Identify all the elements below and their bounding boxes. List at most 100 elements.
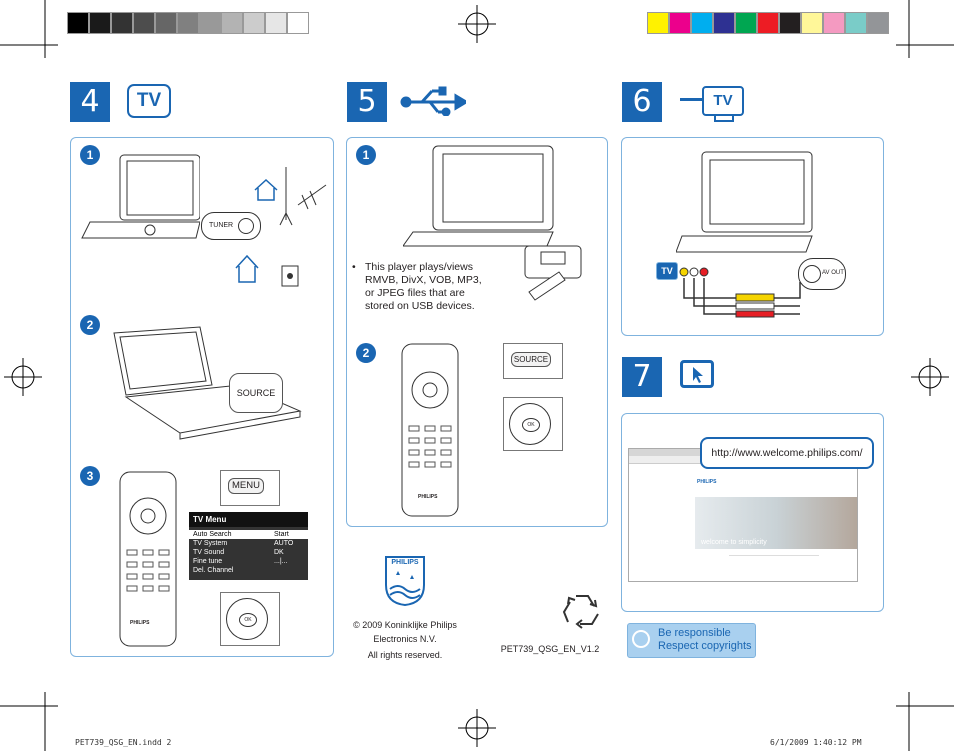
browser-page-brand: PHILIPS — [697, 479, 717, 485]
av-out-label: AV OUT — [822, 270, 844, 276]
step-7-number: 7 — [622, 357, 662, 397]
player-av-out-illustration — [676, 151, 813, 253]
process-color-swatch — [713, 12, 735, 34]
tv-menu-row-label: TV System — [193, 540, 228, 547]
tv-menu-row-value — [274, 566, 304, 575]
tv-menu-row-label: Auto Search — [193, 531, 232, 538]
pointer-icon — [693, 367, 703, 383]
av-cable-illustration — [679, 267, 801, 318]
av-out-jack-callout: AV OUT — [798, 258, 846, 290]
process-color-swatch — [735, 12, 757, 34]
tuner-label: TUNER — [209, 222, 234, 229]
player-source-button-callout[interactable]: SOURCE — [229, 373, 283, 413]
browser-hero-image — [695, 497, 857, 549]
step-4-substep-1: 1 — [80, 145, 100, 165]
tv-menu-row-value: AUTO — [274, 540, 294, 547]
copyright-line-1: © 2009 Koninklijke Philips — [353, 620, 457, 630]
grayscale-swatch — [155, 12, 177, 34]
process-color-swatch — [845, 12, 867, 34]
usb-note-text: This player plays/views RMVB, DivX, VOB,… — [365, 261, 482, 312]
process-color-swatch — [779, 12, 801, 34]
tv-icon: TV — [127, 84, 171, 118]
browser-window: PHILIPS welcome to simplicity — [628, 448, 858, 582]
browser-footer-links — [729, 555, 819, 574]
tv-input-icon-label: TV — [713, 92, 733, 109]
badge-line-2: Respect copyrights — [658, 640, 752, 652]
navigation-pad[interactable]: OK — [509, 403, 551, 445]
process-color-swatch — [669, 12, 691, 34]
process-color-swatch — [801, 12, 823, 34]
tv-menu-row-tv-system[interactable]: TV System AUTO — [189, 539, 308, 548]
website-url: http://www.welcome.philips.com/ — [711, 447, 863, 459]
remote-brand-label: PHILIPS — [130, 620, 150, 626]
tv-menu-row-auto-search[interactable]: Auto Search Start — [189, 530, 308, 539]
tv-stand-icon — [714, 115, 734, 122]
copyright-line-3: All rights reserved. — [367, 650, 443, 660]
step-5-number: 5 — [347, 82, 387, 122]
tv-icon-label: TV — [136, 90, 162, 111]
website-url-callout[interactable]: http://www.welcome.philips.com/ — [700, 437, 874, 469]
ok-button[interactable]: OK — [239, 613, 257, 627]
tv-menu-row-del-channel[interactable]: Del. Channel — [189, 566, 308, 575]
tv-input-icon: TV — [680, 82, 746, 124]
ok-button[interactable]: OK — [522, 418, 540, 432]
browser-hero-tagline: welcome to simplicity — [701, 539, 767, 546]
step-5-substep-2: 2 — [356, 343, 376, 363]
tv-menu-title: TV Menu — [189, 512, 308, 527]
input-arrow-icon — [680, 98, 702, 101]
tv-menu-screen: TV Menu Auto Search Start TV System AUTO… — [189, 512, 308, 580]
player-usb-illustration — [403, 145, 582, 301]
step-4-number: 4 — [70, 82, 110, 122]
print-timestamp-slug: 6/1/2009 1:40:12 PM — [770, 738, 862, 747]
remote-control-illustration — [119, 471, 177, 647]
philips-logo-wordmark: PHILIPS — [391, 559, 419, 566]
print-file-slug: PET739_QSG_EN.indd 2 — [75, 738, 172, 747]
process-color-swatch — [867, 12, 889, 34]
philips-shield-logo — [385, 556, 425, 607]
tv-menu-row-label: Fine tune — [193, 558, 223, 565]
grayscale-swatch — [133, 12, 155, 34]
remote-brand-label: PHILIPS — [418, 494, 438, 500]
portable-dvd-player-illustration — [81, 154, 200, 239]
menu-button[interactable]: MENU — [228, 478, 264, 494]
source-label: SOURCE — [236, 388, 276, 398]
tuner-callout: TUNER — [201, 212, 261, 240]
step-4-substep-2: 2 — [80, 315, 100, 335]
tv-menu-row-fine-tune[interactable]: Fine tune ...|... — [189, 557, 308, 566]
computer-pointer-icon — [680, 360, 714, 388]
grayscale-swatch — [177, 12, 199, 34]
recycle-icon — [562, 595, 599, 629]
grayscale-swatch — [89, 12, 111, 34]
house-wall-socket-icon — [235, 254, 299, 287]
tv-menu-row-value: Start — [274, 531, 289, 538]
grayscale-swatch — [265, 12, 287, 34]
grayscale-swatch — [243, 12, 265, 34]
step-5-substep-1: 1 — [356, 145, 376, 165]
process-color-swatch — [757, 12, 779, 34]
document-code: PET739_QSG_EN_V1.2 — [500, 644, 600, 654]
respect-copyright-badge: Be responsible Respect copyrights — [627, 623, 756, 658]
usb-icon — [400, 86, 466, 116]
usb-note: • This player plays/views RMVB, DivX, VO… — [352, 261, 482, 312]
av-out-jack-icon — [803, 265, 821, 283]
tv-screen-icon: TV — [702, 86, 744, 116]
step-4-substep-3: 3 — [80, 466, 100, 486]
antenna-icon — [279, 167, 327, 226]
navigation-pad[interactable]: OK — [226, 598, 268, 640]
process-color-swatch — [823, 12, 845, 34]
grayscale-swatch — [111, 12, 133, 34]
process-color-swatch — [691, 12, 713, 34]
tuner-jack-icon — [238, 218, 254, 234]
badge-line-1: Be responsible — [658, 627, 731, 639]
tv-menu-row-tv-sound[interactable]: TV Sound DK — [189, 548, 308, 557]
tv-menu-row-label: TV Sound — [193, 549, 225, 556]
tv-menu-row-value: ...|... — [274, 558, 288, 565]
grayscale-swatch — [67, 12, 89, 34]
tv-menu-row-value: DK — [274, 549, 284, 556]
source-button[interactable]: SOURCE — [511, 352, 551, 367]
process-color-swatch — [647, 12, 669, 34]
grayscale-swatch — [221, 12, 243, 34]
tv-badge: TV — [656, 262, 678, 280]
remote-control-illustration — [401, 343, 459, 517]
